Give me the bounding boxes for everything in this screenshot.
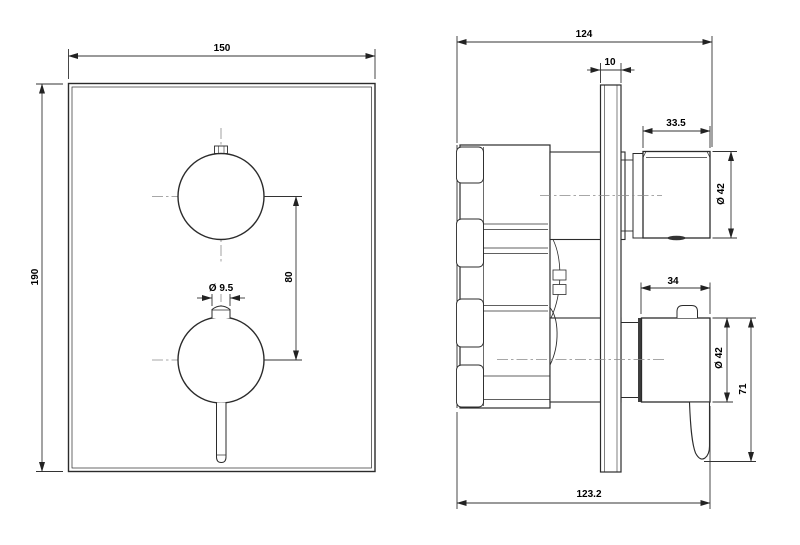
dim-label-plate-thickness: 10 [603, 57, 617, 68]
valve-body [459, 144, 551, 409]
volume-lever-front [216, 402, 227, 464]
dim-label-top-knob-projection: 33.5 [665, 118, 687, 129]
thermostat-knob-side [642, 150, 711, 239]
port-block [456, 218, 484, 268]
front-view [67, 82, 376, 473]
volume-lever-side [688, 402, 711, 460]
front-wall-plate-inner-edge [71, 86, 372, 469]
dim-label-plate-height: 190 [30, 267, 41, 287]
port-block [456, 146, 484, 184]
dim-label-depth-to-handle: 123.2 [575, 489, 603, 500]
volume-knob-front [177, 316, 265, 404]
thermostat-knob-front [177, 152, 265, 241]
side-wall-plate [599, 84, 622, 473]
port-block [456, 298, 484, 348]
dimension-lines [36, 36, 756, 509]
knob-grip-chamfer [642, 151, 711, 158]
knob-button-detail [667, 235, 686, 241]
dim-label-overall-depth: 124 [574, 29, 594, 40]
retaining-clip [552, 269, 567, 281]
thermostat-safety-button [214, 145, 228, 154]
retaining-clip [552, 284, 567, 295]
dim-label-bottom-knob-diameter: Ø 42 [714, 346, 725, 370]
dim-label-handle-extent: 71 [738, 382, 749, 396]
volume-knob-side [640, 317, 711, 403]
dim-label-stem-diameter: Ø 9.5 [207, 283, 235, 294]
dim-label-top-knob-diameter: Ø 42 [716, 182, 727, 206]
dim-label-plate-width: 150 [212, 43, 232, 54]
port-block [456, 364, 484, 408]
lower-knob-back-ring [638, 318, 642, 402]
dim-label-bottom-knob-projection: 34 [666, 276, 680, 287]
side-view [456, 84, 711, 473]
knob-stem-front [211, 305, 231, 318]
knob-stem-side [676, 305, 698, 318]
dim-label-knob-distance: 80 [284, 270, 295, 284]
